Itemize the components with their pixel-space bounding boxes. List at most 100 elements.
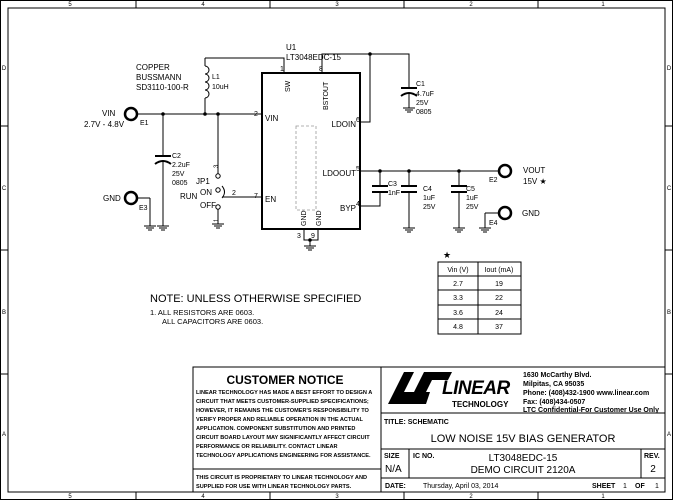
pin-name-gnd: GND <box>316 210 323 226</box>
border-col-label: 4 <box>201 494 205 500</box>
notes-line: 1. ALL RESISTORS ARE 0603. <box>150 308 254 317</box>
border-col-label: 5 <box>68 494 72 500</box>
c5-ref: C5 <box>466 186 475 193</box>
of-value: 1 <box>655 483 659 490</box>
terminal-gnd-out: GND E4 <box>489 205 540 227</box>
pin-number-gnd: 9 <box>311 233 315 240</box>
address-line: LTC Confidential-For Customer Use Only <box>523 407 659 414</box>
of-label: OF <box>635 483 645 490</box>
title-block: CUSTOMER NOTICE LINEAR TECHNOLOGY HAS MA… <box>192 366 666 493</box>
logo-text: LINEAR <box>442 378 511 399</box>
ground-symbol <box>212 223 224 229</box>
notice-line: PERFORMANCE OR RELIABILITY. CONTACT LINE… <box>196 444 338 450</box>
vin-label: VIN <box>102 109 116 118</box>
c2-voltage: 25V <box>172 171 185 178</box>
border-col-label: 2 <box>469 494 473 500</box>
size-value: N/A <box>385 464 402 475</box>
vin-range: 2.7V - 4.8V <box>84 120 125 129</box>
pin-number-bstout: 8 <box>319 66 323 73</box>
notes-title: NOTE: UNLESS OTHERWISE SPECIFIED <box>150 293 361 305</box>
pin-name-vin: VIN <box>265 114 279 123</box>
c1-package: 0805 <box>416 109 432 116</box>
jumper-jp1: JP1 RUN ON OFF 3 2 1 <box>180 164 236 222</box>
ground-symbol <box>157 225 169 231</box>
table-header: Vin (V) <box>447 267 468 274</box>
vout-label: VOUT <box>523 166 545 175</box>
title-label: TITLE: SCHEMATIC <box>384 419 449 426</box>
terminal-vout: VOUT 15V ★ E2 <box>489 163 547 186</box>
table-cell: 3.3 <box>453 295 463 302</box>
c2-ref: C2 <box>172 153 181 160</box>
pin-number-sw: 1 <box>280 66 284 73</box>
terminal-gnd-in: GND E3 <box>103 190 148 212</box>
jp1-pin2: 2 <box>232 190 236 197</box>
inductor-l1: COPPER BUSSMANN SD3110-100-R L1 10uH <box>136 63 229 99</box>
border-row-label: C <box>667 186 672 192</box>
jp1-pin1: 1 <box>214 218 220 222</box>
ground-symbol <box>304 245 316 251</box>
e3-ref: E3 <box>139 205 148 212</box>
table-cell: 4.8 <box>453 324 463 331</box>
vout-value: 15V ★ <box>523 177 547 186</box>
border-row-label: B <box>2 310 6 316</box>
l1-part-number: SD3110-100-R <box>136 83 189 92</box>
address-line: 1630 McCarthy Blvd. <box>523 372 592 379</box>
c2-value: 2.2uF <box>172 162 190 169</box>
gnd-out-label: GND <box>522 209 540 218</box>
table-cell: 22 <box>495 295 503 302</box>
border-col-label: 1 <box>601 494 605 500</box>
c1-value: 4.7uF <box>416 91 434 98</box>
pin-number-ldoin: 6 <box>356 117 360 124</box>
c3-ref: C3 <box>388 181 397 188</box>
address-line: Milpitas, CA 95035 <box>523 381 584 388</box>
border-col-label: 3 <box>335 494 339 500</box>
border-row-label: A <box>667 432 671 438</box>
ic-part-number: LT3048EDC-15 <box>286 53 342 62</box>
notes-line: ALL CAPACITORS ARE 0603. <box>162 317 263 326</box>
pin-name-byp: BYP <box>340 204 356 213</box>
notice-line: APPLICATION. COMPONENT SUBSTITUTION AND … <box>196 426 355 432</box>
ground-symbol <box>144 225 156 231</box>
date-label: DATE: <box>385 483 406 490</box>
notice-line: LINEAR TECHNOLOGY HAS MADE A BEST EFFORT… <box>196 390 372 396</box>
demo-circuit: DEMO CIRCUIT 2120A <box>471 465 576 476</box>
size-label: SIZE <box>384 453 400 460</box>
c1-ref: C1 <box>416 81 425 88</box>
rev-value: 2 <box>650 464 656 475</box>
capacitor-c5: C5 1uF 25V <box>451 185 479 211</box>
pin-name-en: EN <box>265 195 276 204</box>
date-value: Thursday, April 03, 2014 <box>423 483 498 490</box>
gnd-in-label: GND <box>103 194 121 203</box>
ic-ref: U1 <box>286 43 297 52</box>
border-row-label: C <box>2 186 7 192</box>
ic-body <box>261 72 361 230</box>
pin-name-ldoout: LDOOUT <box>323 169 356 178</box>
proprietary-line: SUPPLIED FOR USE WITH LINEAR TECHNOLOGY … <box>196 484 352 490</box>
border-row-label: D <box>2 66 7 72</box>
e4-ref: E4 <box>489 220 498 227</box>
table-cell: 3.6 <box>453 310 463 317</box>
ground-symbols <box>144 107 491 251</box>
jp1-on-label: ON <box>200 188 212 197</box>
capacitor-c3: C3 1nF <box>372 181 400 197</box>
c4-value: 1uF <box>423 195 435 202</box>
l1-value: 10uH <box>212 84 229 91</box>
terminal-vin: VIN 2.7V - 4.8V E1 <box>84 106 149 129</box>
pin-name-sw: SW <box>285 80 292 92</box>
pin-name-bstout: BSTOUT <box>323 81 330 110</box>
jp1-ref: JP1 <box>196 177 210 186</box>
l1-maker-line2: BUSSMANN <box>136 73 182 82</box>
capacitor-c4: C4 1uF 25V <box>401 185 436 211</box>
l1-ref: L1 <box>212 74 220 81</box>
notice-line: TECHNOLOGY APPLICATIONS ENGINEERING FOR … <box>196 453 371 459</box>
jp1-run-label: RUN <box>180 192 198 201</box>
vin-iout-table: ★ Vin (V) Iout (mA) 2.7 19 3.3 22 3.6 24… <box>437 250 522 335</box>
table-cell: 37 <box>495 324 503 331</box>
logo-mark-t <box>408 372 452 404</box>
table-header: Iout (mA) <box>485 267 514 274</box>
notice-line: CIRCUIT THAT MEETS CUSTOMER-SUPPLIED SPE… <box>196 399 369 405</box>
schematic-title: LOW NOISE 15V BIAS GENERATOR <box>431 433 616 445</box>
pin-number-gnd: 3 <box>297 233 301 240</box>
